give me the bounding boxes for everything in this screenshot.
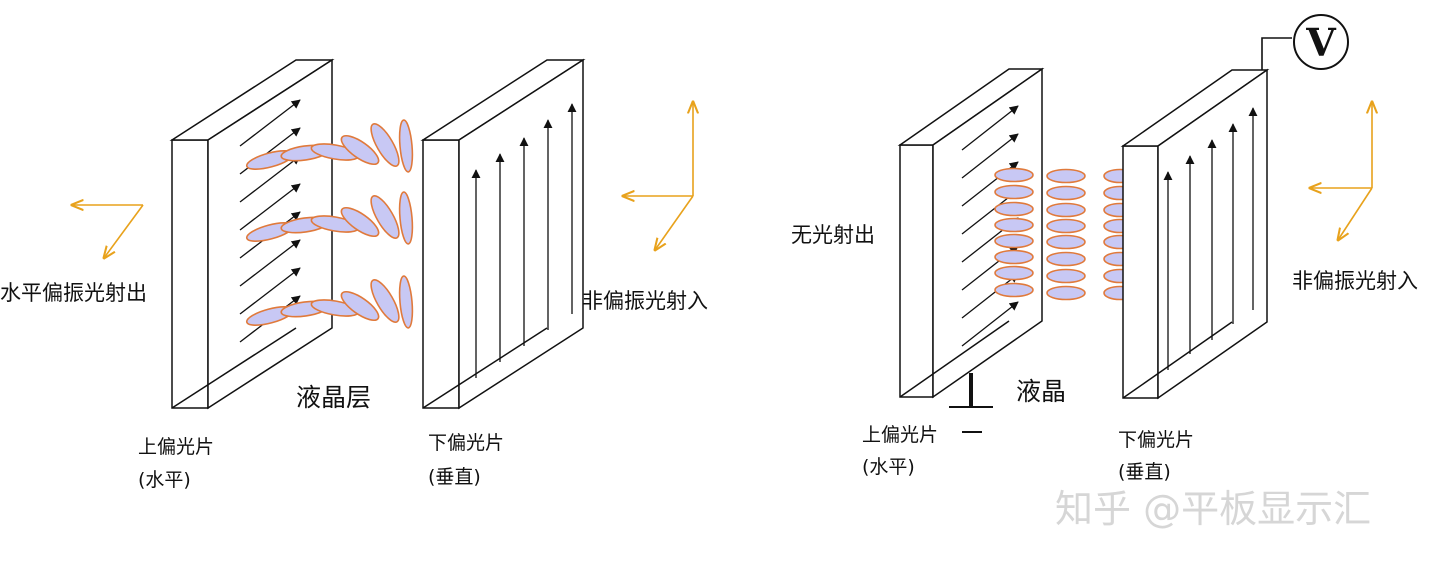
lower-polarizer-orientation-left: (垂直) xyxy=(428,466,481,488)
upper-polarizer-orientation-right: (水平) xyxy=(862,456,915,478)
upper-polarizer-right xyxy=(897,67,1045,399)
entry-label-right: 非偏振光射入 xyxy=(1292,269,1418,293)
lc-row-top xyxy=(245,119,414,173)
voltage-source: V xyxy=(1261,14,1349,70)
lower-polarizer-right xyxy=(1120,68,1270,400)
upper-polarizer-name-right: 上偏光片 xyxy=(862,424,938,446)
lower-polarizer-name-right: 下偏光片 xyxy=(1118,429,1194,451)
left-diagram: 水平偏振光射出 非偏振光射入 液晶层 上偏光片 (水平) 下偏光片 (垂直) xyxy=(0,58,708,491)
lc-layer-label: 液晶层 xyxy=(296,383,371,412)
lower-polarizer-name-left: 下偏光片 xyxy=(428,432,504,454)
liquid-crystal-twisted xyxy=(245,119,414,329)
lc-column-2 xyxy=(1046,168,1086,301)
ground-icon xyxy=(949,373,993,433)
voltmeter-icon xyxy=(1293,14,1349,70)
exit-light-axes-left xyxy=(72,205,144,258)
exit-label-right: 无光射出 xyxy=(791,223,875,247)
exit-label-left: 水平偏振光射出 xyxy=(0,281,147,305)
liquid-crystal-aligned xyxy=(994,167,1137,301)
lc-row-bottom xyxy=(245,275,414,329)
upper-polarizer-orientation-left: (水平) xyxy=(138,469,191,491)
lc-label-right: 液晶 xyxy=(1016,377,1066,406)
lc-column-1 xyxy=(994,167,1034,298)
lc-row-middle xyxy=(245,191,414,245)
exit-light-axes-right xyxy=(1310,102,1372,240)
entry-light-axes-left xyxy=(623,102,693,250)
vertical-polarization-arrows-right xyxy=(1163,107,1258,370)
right-diagram: V 无光射出 非偏振光射入 液晶 上偏光片 (水平) 下偏光片 (垂直) xyxy=(791,14,1418,483)
lower-polarizer-orientation-right: (垂直) xyxy=(1118,461,1171,483)
entry-label-left: 非偏振光射入 xyxy=(582,289,708,313)
watermark: 知乎 @平板显示汇 xyxy=(1055,487,1371,531)
lower-polarizer-left xyxy=(420,58,586,410)
vertical-polarization-arrows-left xyxy=(471,103,577,378)
upper-polarizer-name-left: 上偏光片 xyxy=(138,436,214,458)
voltmeter-symbol: V xyxy=(1305,20,1337,65)
